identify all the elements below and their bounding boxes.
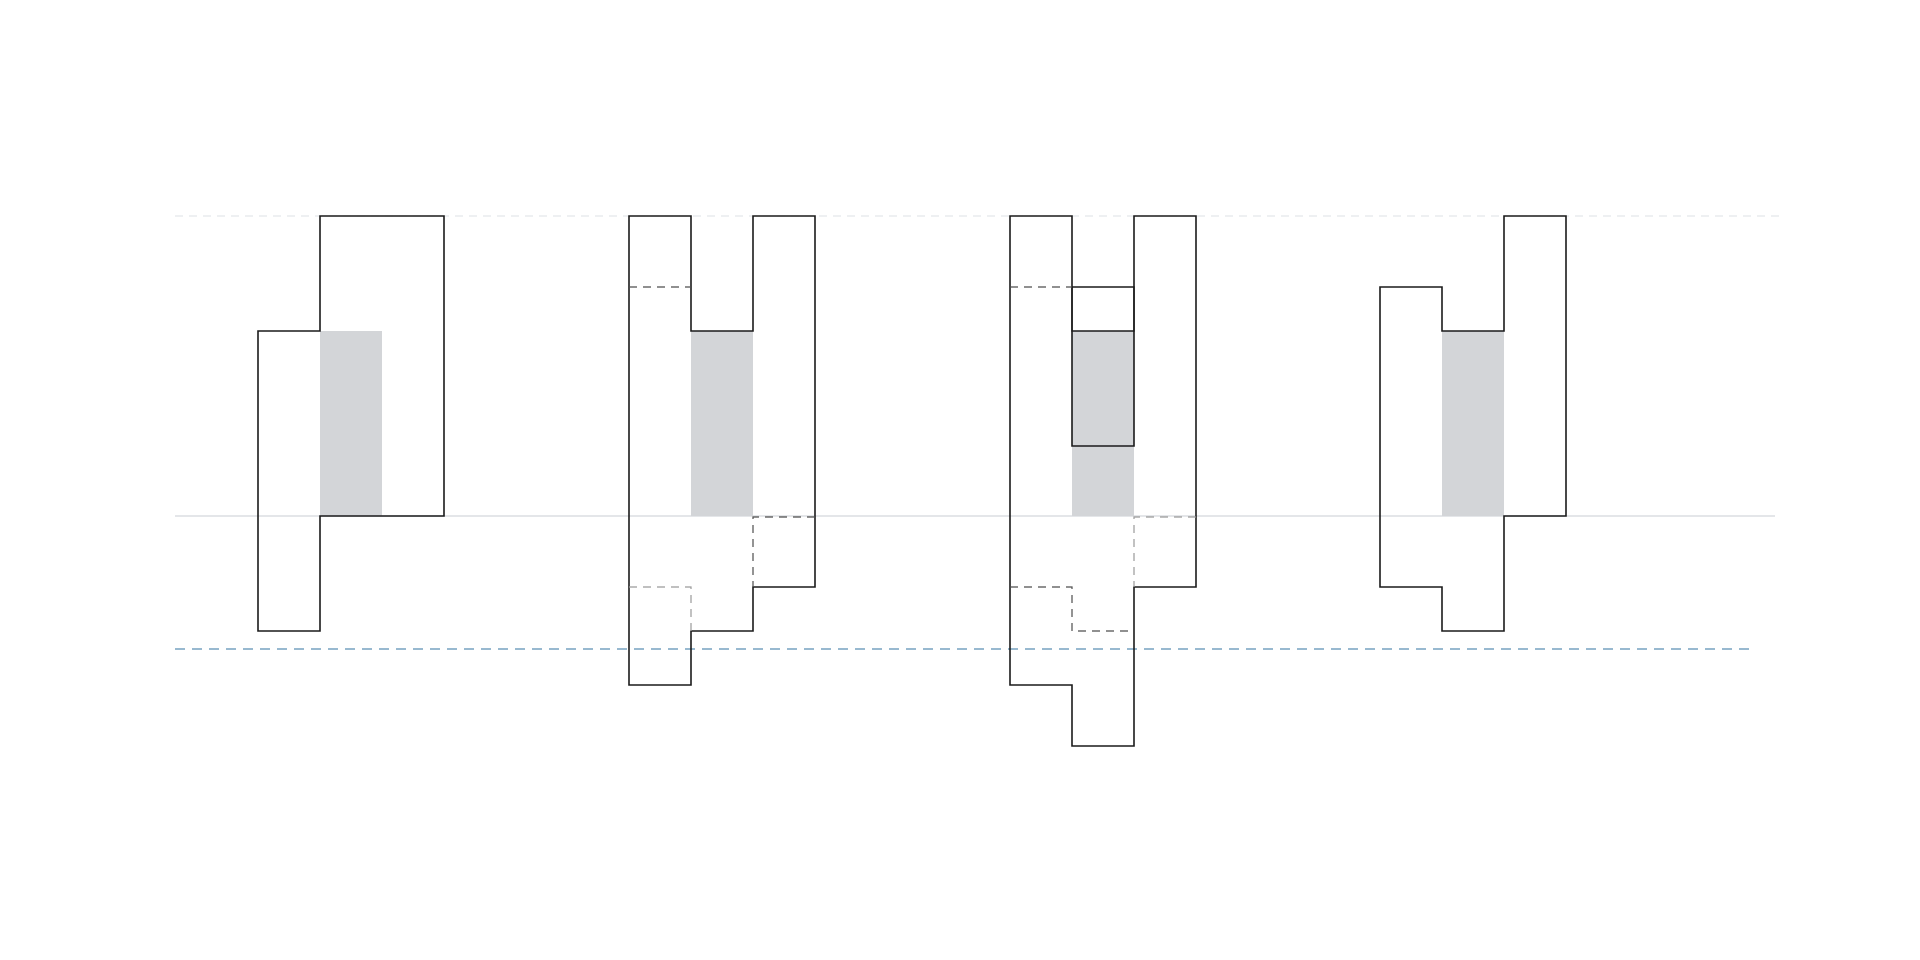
glyph-1-counter-shade (320, 331, 382, 516)
glyph-3-right-dashed-step (1133, 516, 1196, 587)
glyph-2-counter-shade (691, 331, 753, 516)
glyph-2-left-dashed-step (629, 586, 692, 631)
glyph-1 (257, 215, 445, 632)
glyph-1-outline (257, 215, 445, 632)
glyph-3-left-dashed-step (1010, 586, 1134, 632)
glyph-3-counter-shade (1072, 331, 1134, 516)
glyph-2 (628, 215, 816, 686)
glyph-2-right-dashed-step (752, 516, 815, 587)
glyph-3-inner-box (1071, 286, 1135, 447)
glyph-2-outline (628, 215, 816, 686)
glyph-4 (1379, 215, 1567, 632)
guide-lines (175, 215, 1780, 650)
glyph-4-outline (1379, 215, 1567, 632)
glyph-4-counter-shade (1442, 331, 1504, 516)
glyph-3 (1009, 215, 1197, 747)
